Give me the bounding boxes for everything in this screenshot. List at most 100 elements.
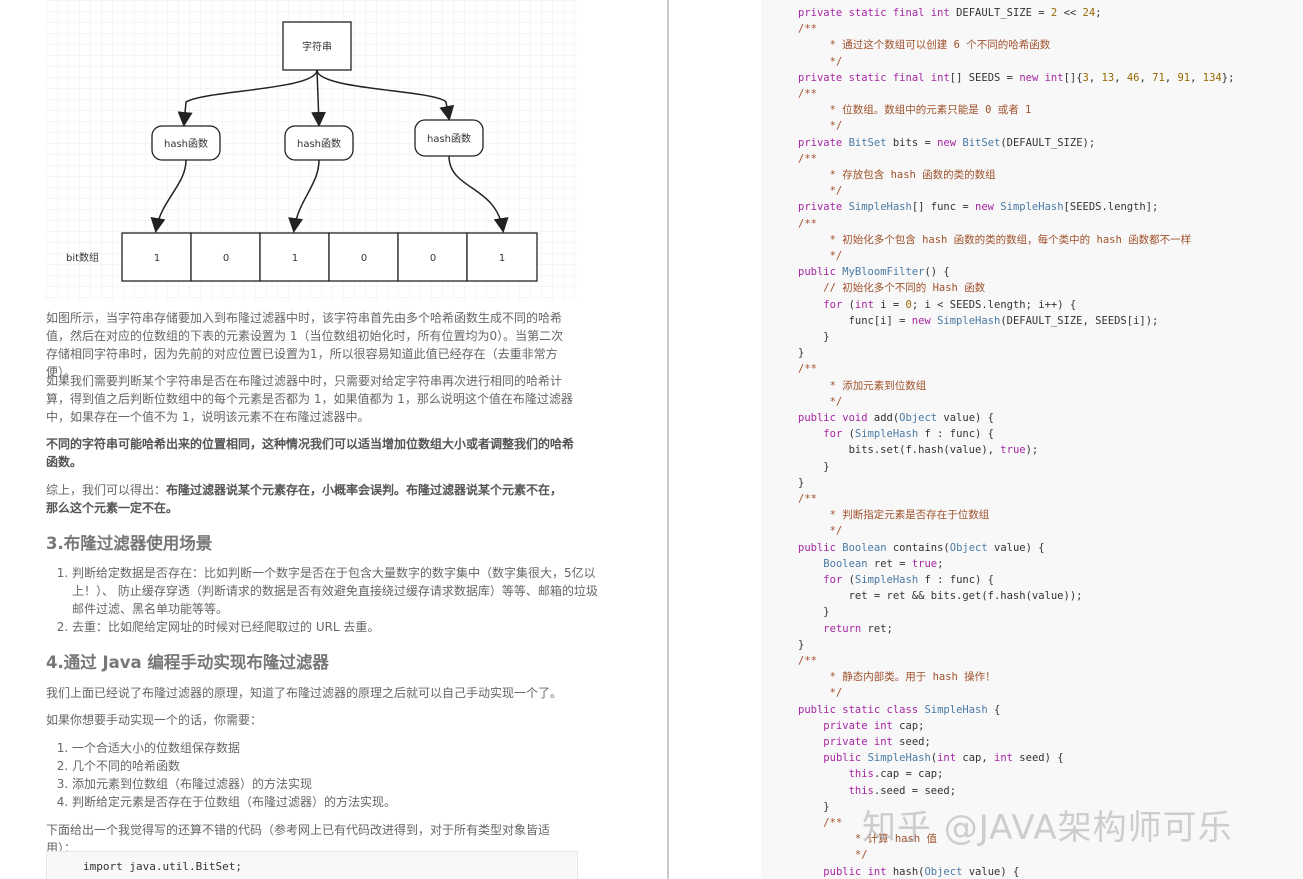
code-line: */ — [798, 849, 868, 862]
code-line: this.cap = cap; — [848, 768, 944, 781]
bit-value: 1 — [292, 253, 298, 264]
code-line: * 判断指定元素是否存在于位数组 — [798, 509, 990, 522]
list-item: 一个合适大小的位数组保存数据 — [72, 739, 602, 757]
code-line: for (int i = 0; i < SEEDS.length; i++) { — [823, 298, 1077, 311]
code-line: /** — [798, 152, 817, 165]
code-line: public void add(Object value) { — [798, 412, 995, 424]
arrow-to-hash-3 — [316, 69, 455, 121]
code-line: */ — [798, 250, 843, 262]
bit-array — [121, 232, 538, 282]
code-line: * 通过这个数组可以创建 6 个不同的哈希函数 — [798, 39, 1051, 52]
bit-value: 1 — [154, 253, 160, 264]
code-line: private SimpleHash[] func = new SimpleHa… — [798, 201, 1159, 214]
code-line: * 静态内部类。用于 hash 操作！ — [798, 671, 996, 684]
bit-value: 1 — [499, 253, 505, 264]
paragraph-summary: 综上，我们可以得出：布隆过滤器说某个元素存在，小概率会误判。布隆过滤器说某个元素… — [46, 481, 574, 517]
code-line: private BitSet bits = new BitSet(DEFAULT… — [798, 136, 1096, 149]
code-line: } — [798, 331, 830, 343]
bit-value: 0 — [430, 253, 436, 264]
page-divider — [667, 0, 669, 879]
code-line: public MyBloomFilter() { — [798, 266, 950, 279]
code-line: return ret; — [823, 622, 893, 635]
watermark: 知乎 @JAVA架构师可乐 — [862, 808, 1233, 848]
code-line: } — [798, 638, 805, 651]
code-line: // 初始化多个不同的 Hash 函数 — [798, 282, 986, 295]
code-line: for (SimpleHash f : func) { — [823, 428, 994, 441]
code-line: private static final int DEFAULT_SIZE = … — [798, 7, 1102, 19]
code-line: */ — [798, 185, 843, 198]
arrow-to-hash-2 — [311, 69, 327, 127]
code-line: /** — [798, 363, 817, 376]
bit-value: 0 — [223, 253, 229, 264]
code-line: /** — [798, 493, 817, 505]
code-line: * 位数组。数组中的元素只能是 0 或者 1 — [798, 104, 1032, 117]
code-line: */ — [798, 55, 843, 68]
paragraph-principle: 如图所示，当字符串存储要加入到布隆过滤器中时，该字符串首先由多个哈希函数生成不同… — [46, 311, 564, 379]
paragraph-intro: 我们上面已经说了布隆过滤器的原理，知道了布隆过滤器的原理之后就可以自己手动实现一… — [46, 686, 563, 700]
code-line: */ — [798, 687, 843, 700]
arrow-to-bit-1 — [150, 159, 187, 233]
code-line: this.seed = seed; — [848, 784, 957, 797]
code-line: } — [798, 476, 805, 489]
bit-cell — [121, 232, 192, 282]
code-block-right: private static final int DEFAULT_SIZE = … — [761, 0, 1303, 879]
code-line: public SimpleHash(int cap, int seed) { — [823, 752, 1064, 765]
left-page: 字符串 hash函数 hash函数 hash函数 bit数组 — [0, 0, 668, 879]
hash-label-1: hash函数 — [164, 137, 208, 150]
code-line: public Boolean contains(Object value) { — [798, 541, 1045, 554]
code-line: } — [798, 606, 830, 619]
code-line: private int seed; — [823, 736, 931, 748]
list-item: 判断给定数据是否存在：比如判断一个数字是否在于包含大量数字的数字集中（数字集很大… — [72, 564, 602, 618]
code-line: private static final int[] SEEDS = new i… — [798, 71, 1235, 84]
code-line: import java.util.BitSet; — [83, 860, 242, 873]
code-line: /** — [798, 88, 817, 100]
code-line: * 计算 hash 值 — [798, 833, 937, 846]
bloom-filter-diagram: 字符串 hash函数 hash函数 hash函数 bit数组 — [46, 0, 577, 300]
summary-prefix: 综上，我们可以得出： — [46, 483, 167, 497]
code-line: */ — [798, 525, 843, 538]
arrow-to-bit-3 — [288, 159, 320, 233]
code-line: public int hash(Object value) { — [823, 865, 1020, 878]
code-line: /** — [798, 217, 817, 230]
code-line: * 初始化多个包含 hash 函数的类的数组，每个类中的 hash 函数都不一样 — [798, 233, 1192, 246]
arrow-to-hash-1 — [177, 69, 318, 127]
code-line: } — [798, 460, 830, 473]
code-line: private int cap; — [823, 719, 925, 732]
code-line: */ — [798, 395, 843, 408]
code-line: * 添加元素到位数组 — [798, 379, 927, 392]
paragraph-check: 如果我们需要判断某个字符串是否在布隆过滤器中时，只需要对给定字符串再次进行相同的… — [46, 374, 573, 424]
arrow-to-bit-6 — [448, 155, 509, 233]
heading-java: 4.通过 Java 编程手动实现布隆过滤器 — [46, 653, 329, 672]
code-line: } — [798, 347, 805, 360]
code-line: for (SimpleHash f : func) { — [823, 574, 994, 586]
code-line: func[i] = new SimpleHash(DEFAULT_SIZE, S… — [798, 314, 1159, 327]
list-item: 添加元素到位数组（布隆过滤器）的方法实现 — [72, 775, 602, 793]
code-line: /** — [798, 655, 817, 667]
diagram-svg: 字符串 hash函数 hash函数 hash函数 bit数组 — [46, 0, 577, 300]
scenes-list: 判断给定数据是否存在：比如判断一个数字是否在于包含大量数字的数字集中（数字集很大… — [46, 564, 602, 636]
code-line: bits.set(f.hash(value), true); — [798, 444, 1039, 457]
string-label: 字符串 — [302, 40, 332, 53]
paragraph-needs: 如果你想要手动实现一个的话，你需要： — [46, 713, 263, 727]
bit-array-label: bit数组 — [66, 251, 99, 264]
paragraph-collision: 不同的字符串可能哈希出来的位置相同，这种情况我们可以适当增加位数组大小或者调整我… — [46, 437, 575, 469]
hash-label-3: hash函数 — [427, 132, 471, 145]
bit-value: 0 — [361, 253, 367, 264]
bit-cell — [397, 232, 468, 282]
code-line: public static class SimpleHash { — [798, 703, 1001, 716]
code-line: /** — [798, 817, 843, 829]
code-line: } — [798, 800, 830, 813]
code-line: Boolean ret = true; — [823, 557, 944, 570]
list-item: 去重：比如爬给定网址的时候对已经爬取过的 URL 去重。 — [72, 618, 602, 636]
heading-scenes: 3.布隆过滤器使用场景 — [46, 534, 213, 553]
bit-cell — [466, 232, 538, 282]
hash-label-2: hash函数 — [297, 137, 341, 150]
code-line: * 存放包含 hash 函数的类的数组 — [798, 169, 996, 181]
needs-list: 一个合适大小的位数组保存数据 几个不同的哈希函数 添加元素到位数组（布隆过滤器）… — [46, 739, 602, 811]
code-line: /** — [798, 23, 817, 36]
bit-cell — [259, 232, 330, 282]
string-box — [282, 21, 352, 71]
code-line: */ — [798, 120, 843, 133]
list-item: 判断给定元素是否存在于位数组（布隆过滤器）的方法实现。 — [72, 793, 602, 811]
code-line: ret = ret && bits.get(f.hash(value)); — [798, 590, 1083, 603]
